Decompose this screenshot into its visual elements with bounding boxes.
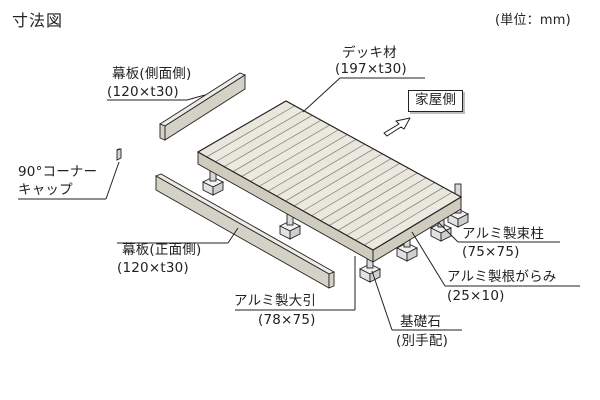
side-skirt-board <box>159 72 246 141</box>
aluminum-post-size: (75×75) <box>462 244 520 260</box>
deck-board <box>268 139 365 197</box>
board-seam <box>241 124 330 177</box>
corner-cap-line2: キャップ <box>18 182 73 198</box>
corner-cap-line1: 90°コーナー <box>18 164 98 180</box>
board-seam <box>215 110 304 163</box>
board-seam <box>346 182 435 236</box>
deck-board <box>233 120 330 177</box>
deck-board <box>355 187 453 246</box>
deck-board <box>294 153 391 211</box>
deck-board <box>320 168 418 226</box>
board-seam <box>250 129 339 182</box>
page-title: 寸法図 <box>12 11 64 30</box>
deck-material-size: (197×t30) <box>335 61 407 77</box>
board-seam <box>232 119 322 172</box>
deck-board <box>198 101 295 157</box>
house-side-arrow-icon <box>383 117 411 137</box>
side-skirt-name: 幕板(側面側) <box>112 66 192 82</box>
aluminum-beam-name: アルミ製大引 <box>234 293 317 309</box>
board-seam <box>320 167 409 221</box>
deck-board <box>250 129 348 187</box>
foundation-stone-note: (別手配) <box>396 333 449 349</box>
deck-board <box>303 158 400 216</box>
deck-board <box>338 177 435 236</box>
deck-board <box>215 110 313 167</box>
deck-board <box>241 125 339 182</box>
front-skirt-board <box>154 173 336 289</box>
deck-board <box>206 105 304 162</box>
board-seam <box>224 115 313 168</box>
foundation-stone-front <box>457 213 469 228</box>
corner-cap-part <box>116 148 122 161</box>
deck-outline <box>196 100 463 251</box>
foundation-stone-front <box>212 181 224 196</box>
aluminum-brace-name: アルミ製根がらみ <box>447 269 557 285</box>
front-skirt-size: (120×t30) <box>117 260 189 276</box>
foundation-stone-front <box>289 225 301 240</box>
foundation-stone-front <box>406 247 418 262</box>
deck-board <box>311 163 409 221</box>
board-seam <box>355 187 444 241</box>
deck-board <box>346 182 444 241</box>
board-seam <box>259 134 348 187</box>
board-seam <box>276 143 365 197</box>
deck-board <box>259 134 356 192</box>
aluminum-brace-size: (25×10) <box>447 288 505 304</box>
deck-board <box>364 192 461 250</box>
foundation-stone-name: 基礎石 <box>400 314 442 330</box>
board-seam <box>302 158 392 212</box>
board-seam <box>267 139 357 192</box>
board-seam <box>364 191 453 246</box>
side-skirt-size: (120×t30) <box>107 84 179 100</box>
board-seam <box>311 163 400 217</box>
deck-board <box>276 144 374 201</box>
aluminum-beam-size: (78×75) <box>258 312 316 328</box>
board-seam <box>337 177 427 231</box>
aluminum-post-name: アルミ製束柱 <box>462 226 545 242</box>
deck-board <box>224 115 321 172</box>
board-seam <box>294 153 383 207</box>
foundation-stone-front <box>440 227 452 242</box>
board-seam <box>206 105 295 158</box>
house-side-label: 家屋側 <box>408 90 464 112</box>
unit-note: (単位：mm) <box>495 13 571 28</box>
board-seam <box>329 172 418 226</box>
front-skirt-name: 幕板(正面側) <box>122 242 202 258</box>
board-seam <box>285 148 374 202</box>
deck-material-name: デッキ材 <box>342 45 397 61</box>
deck-boards <box>196 100 463 251</box>
deck-board <box>329 173 426 231</box>
foundation-stone-front <box>369 268 381 283</box>
deck-board <box>285 149 383 206</box>
leader-lines <box>18 77 580 331</box>
